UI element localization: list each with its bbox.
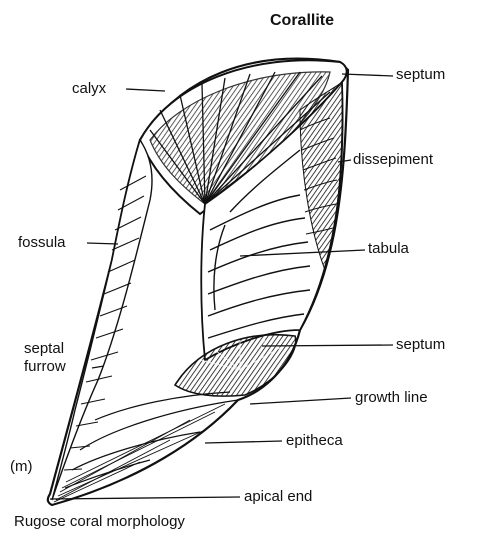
label-septal: septal bbox=[24, 340, 64, 358]
label-growth-line: growth line bbox=[355, 389, 428, 406]
leader-calyx bbox=[126, 89, 165, 91]
label-tabula: tabula bbox=[368, 240, 409, 257]
leader-epitheca bbox=[205, 441, 282, 443]
label-furrow: furrow bbox=[24, 358, 66, 376]
label-dissepiment: dissepiment bbox=[353, 151, 433, 168]
label-calyx: calyx bbox=[72, 80, 106, 97]
label-septum-bottom: septum bbox=[396, 336, 445, 353]
label-septum-top: septum bbox=[396, 66, 445, 83]
diagram-title: Corallite bbox=[270, 12, 334, 29]
panel-letter: (m) bbox=[10, 458, 33, 475]
leader-growth-line bbox=[250, 398, 351, 404]
figure-caption: Rugose coral morphology bbox=[14, 513, 185, 530]
label-epitheca: epitheca bbox=[286, 432, 343, 449]
leader-fossula bbox=[87, 243, 118, 244]
label-fossula: fossula bbox=[18, 234, 66, 251]
leader-septum-top bbox=[342, 74, 393, 76]
label-apical-end: apical end bbox=[244, 488, 312, 505]
